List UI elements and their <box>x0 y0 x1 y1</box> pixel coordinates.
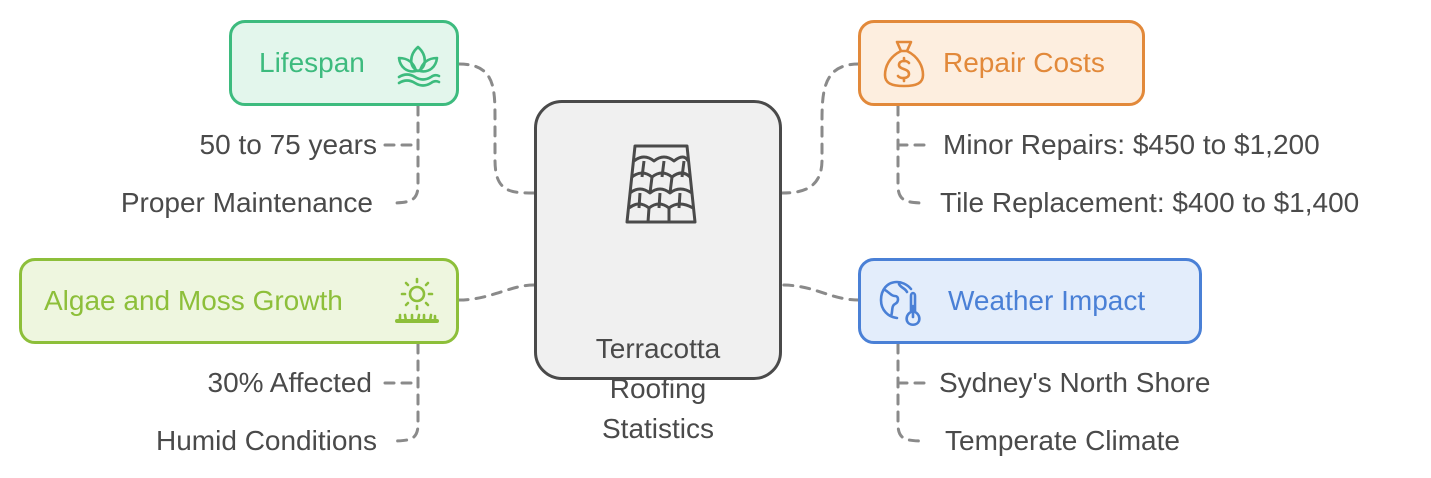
algae-item-humid: Humid Conditions <box>156 425 377 456</box>
weather-label: Weather Impact <box>948 285 1146 316</box>
repair-item-tile: Tile Replacement: $400 to $1,400 <box>940 187 1360 218</box>
center-title: Terracotta Roofing Statistics <box>595 333 721 444</box>
roof-tiles-icon <box>621 143 701 230</box>
lifespan-item-maintenance: Proper Maintenance <box>120 187 373 218</box>
connector-weather <box>780 283 861 302</box>
algae-item-affected: 30% Affected <box>207 367 373 398</box>
lifespan-item-years: 50 to 75 years <box>199 129 377 160</box>
repair-node: Repair Costs <box>858 20 1145 106</box>
money-bag-icon <box>881 39 927 89</box>
repair-label: Repair Costs <box>943 47 1105 78</box>
connector-lifespan <box>457 62 536 195</box>
repair-item-minor: Minor Repairs: $450 to $1,200 <box>943 129 1320 160</box>
sprout-icon <box>395 41 441 87</box>
lifespan-label: Lifespan <box>259 47 365 78</box>
connector-repair <box>780 62 861 195</box>
connector-repair-leaf <box>896 104 928 205</box>
connector-weather-leaf <box>896 342 928 443</box>
center-node: Terracotta Roofing Statistics <box>534 100 782 444</box>
connector-lifespan-leaf <box>388 104 420 205</box>
algae-node: Algae and Moss Growth <box>19 258 459 344</box>
connector-algae <box>457 283 536 302</box>
globe-thermometer-icon <box>879 278 927 328</box>
connector-algae-leaf <box>388 342 420 443</box>
sun-grass-icon <box>394 277 440 327</box>
weather-item-sydney: Sydney's North Shore <box>939 367 1211 398</box>
lifespan-node: Lifespan <box>229 20 459 106</box>
weather-node: Weather Impact <box>858 258 1202 344</box>
algae-label: Algae and Moss Growth <box>44 285 343 316</box>
weather-item-climate: Temperate Climate <box>945 425 1180 456</box>
